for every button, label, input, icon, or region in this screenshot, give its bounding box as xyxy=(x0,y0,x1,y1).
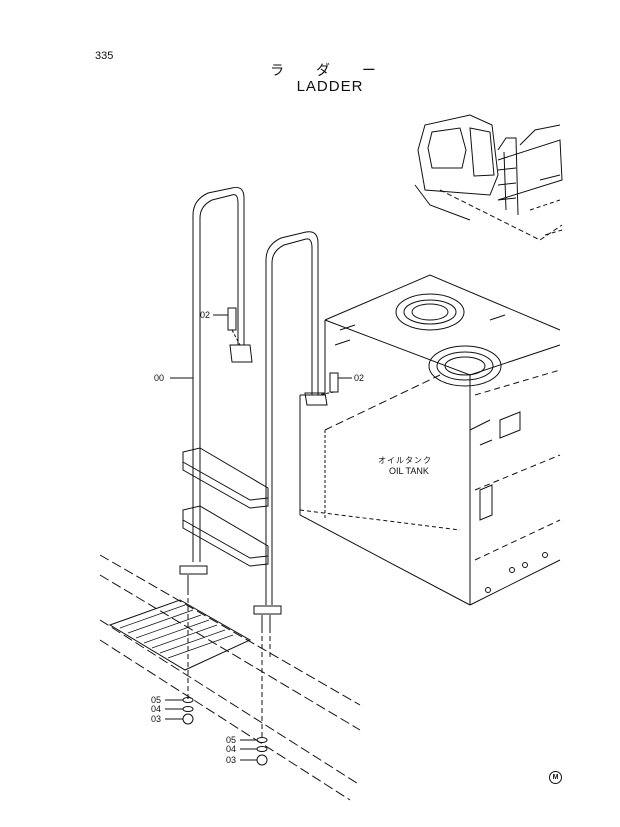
ladder-drawing xyxy=(165,187,352,766)
callout-right-nut: 03 xyxy=(226,755,237,765)
oil-tank-label-japanese: オイルタンク xyxy=(378,456,432,465)
walkway-deck xyxy=(99,554,361,801)
callout-ladder: 00 xyxy=(154,373,165,383)
oil-tank-label-english: OIL TANK xyxy=(389,466,429,476)
callout-left-washer: 05 xyxy=(151,695,162,705)
corner-mark: M xyxy=(549,771,562,784)
callout-right-washer: 05 xyxy=(226,735,237,745)
callout-right-lock-washer: 04 xyxy=(226,744,237,754)
callout-left-nut: 03 xyxy=(151,714,162,724)
callout-bolt-upper: 02 xyxy=(200,310,211,320)
title-japanese: ラ ダ ー xyxy=(270,62,390,78)
callout-left-lock-washer: 04 xyxy=(151,704,162,714)
oil-tank-drawing xyxy=(299,274,561,606)
title-english: LADDER xyxy=(296,78,364,95)
machine-inset xyxy=(414,114,563,241)
callout-bolt-lower: 02 xyxy=(354,373,365,383)
page-number: 335 xyxy=(95,50,114,62)
